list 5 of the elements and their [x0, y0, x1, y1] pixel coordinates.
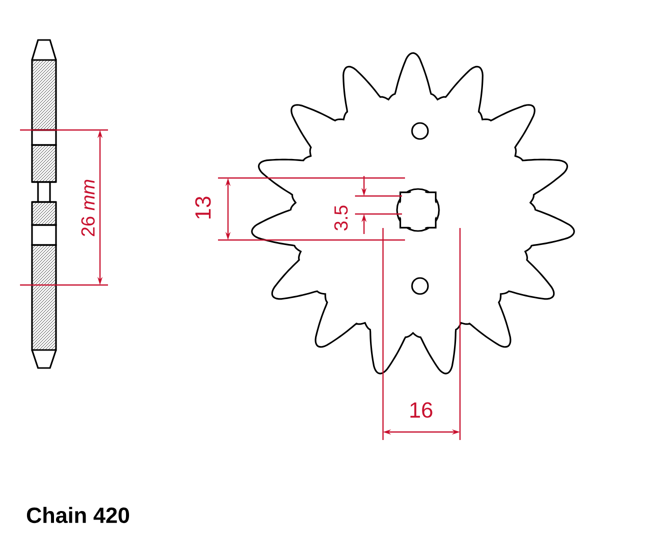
- dimension-label: 13: [194, 194, 212, 222]
- chain-size-label: Chain 420: [25, 506, 131, 524]
- dimension-label: 16: [408, 401, 434, 419]
- dimension-label: 3.5: [333, 204, 349, 232]
- dimension-label: 26 mm: [80, 178, 96, 238]
